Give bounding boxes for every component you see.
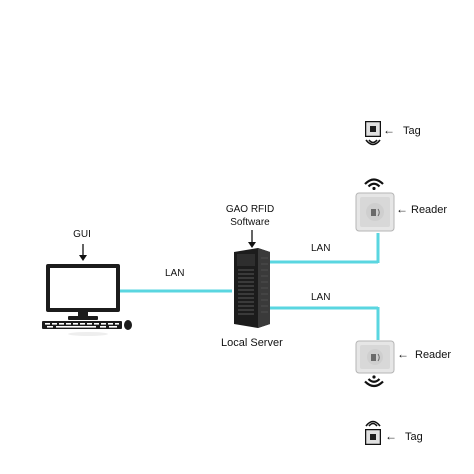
wifi-signal-icon: [365, 420, 381, 427]
lan-label-left: LAN: [165, 268, 185, 279]
rfid-reader-icon: [355, 340, 395, 374]
gui-label: GUI: [73, 229, 91, 240]
tag-label-bottom: Tag: [405, 431, 423, 443]
rfid-tag-icon: [365, 121, 381, 137]
wifi-signal-icon: [364, 178, 384, 190]
wifi-signal-icon: [364, 375, 384, 388]
wifi-signal-icon: [365, 139, 381, 146]
tower-server-icon: [234, 248, 270, 328]
down-arrow-icon: [248, 230, 256, 248]
desktop-computer-icon: [42, 264, 132, 336]
reader-label-top: Reader: [411, 204, 448, 216]
left-arrow-icon: ←: [396, 202, 408, 216]
tag-label-top: Tag: [403, 125, 421, 137]
left-arrow-icon: ←: [397, 347, 409, 361]
left-arrow-icon: ←: [385, 429, 397, 443]
software-label-line1: GAO RFID: [225, 204, 275, 215]
lan-label-bottom: LAN: [311, 292, 331, 303]
server-label: Local Server: [221, 337, 283, 349]
left-arrow-icon: ←: [383, 123, 395, 137]
rfid-reader-icon: [355, 192, 395, 232]
rfid-tag-icon: [365, 429, 381, 445]
down-arrow-icon: [79, 244, 87, 261]
lan-label-top: LAN: [311, 243, 331, 254]
software-label-line2: Software: [230, 217, 270, 228]
reader-label-bottom: Reader: [415, 349, 452, 361]
